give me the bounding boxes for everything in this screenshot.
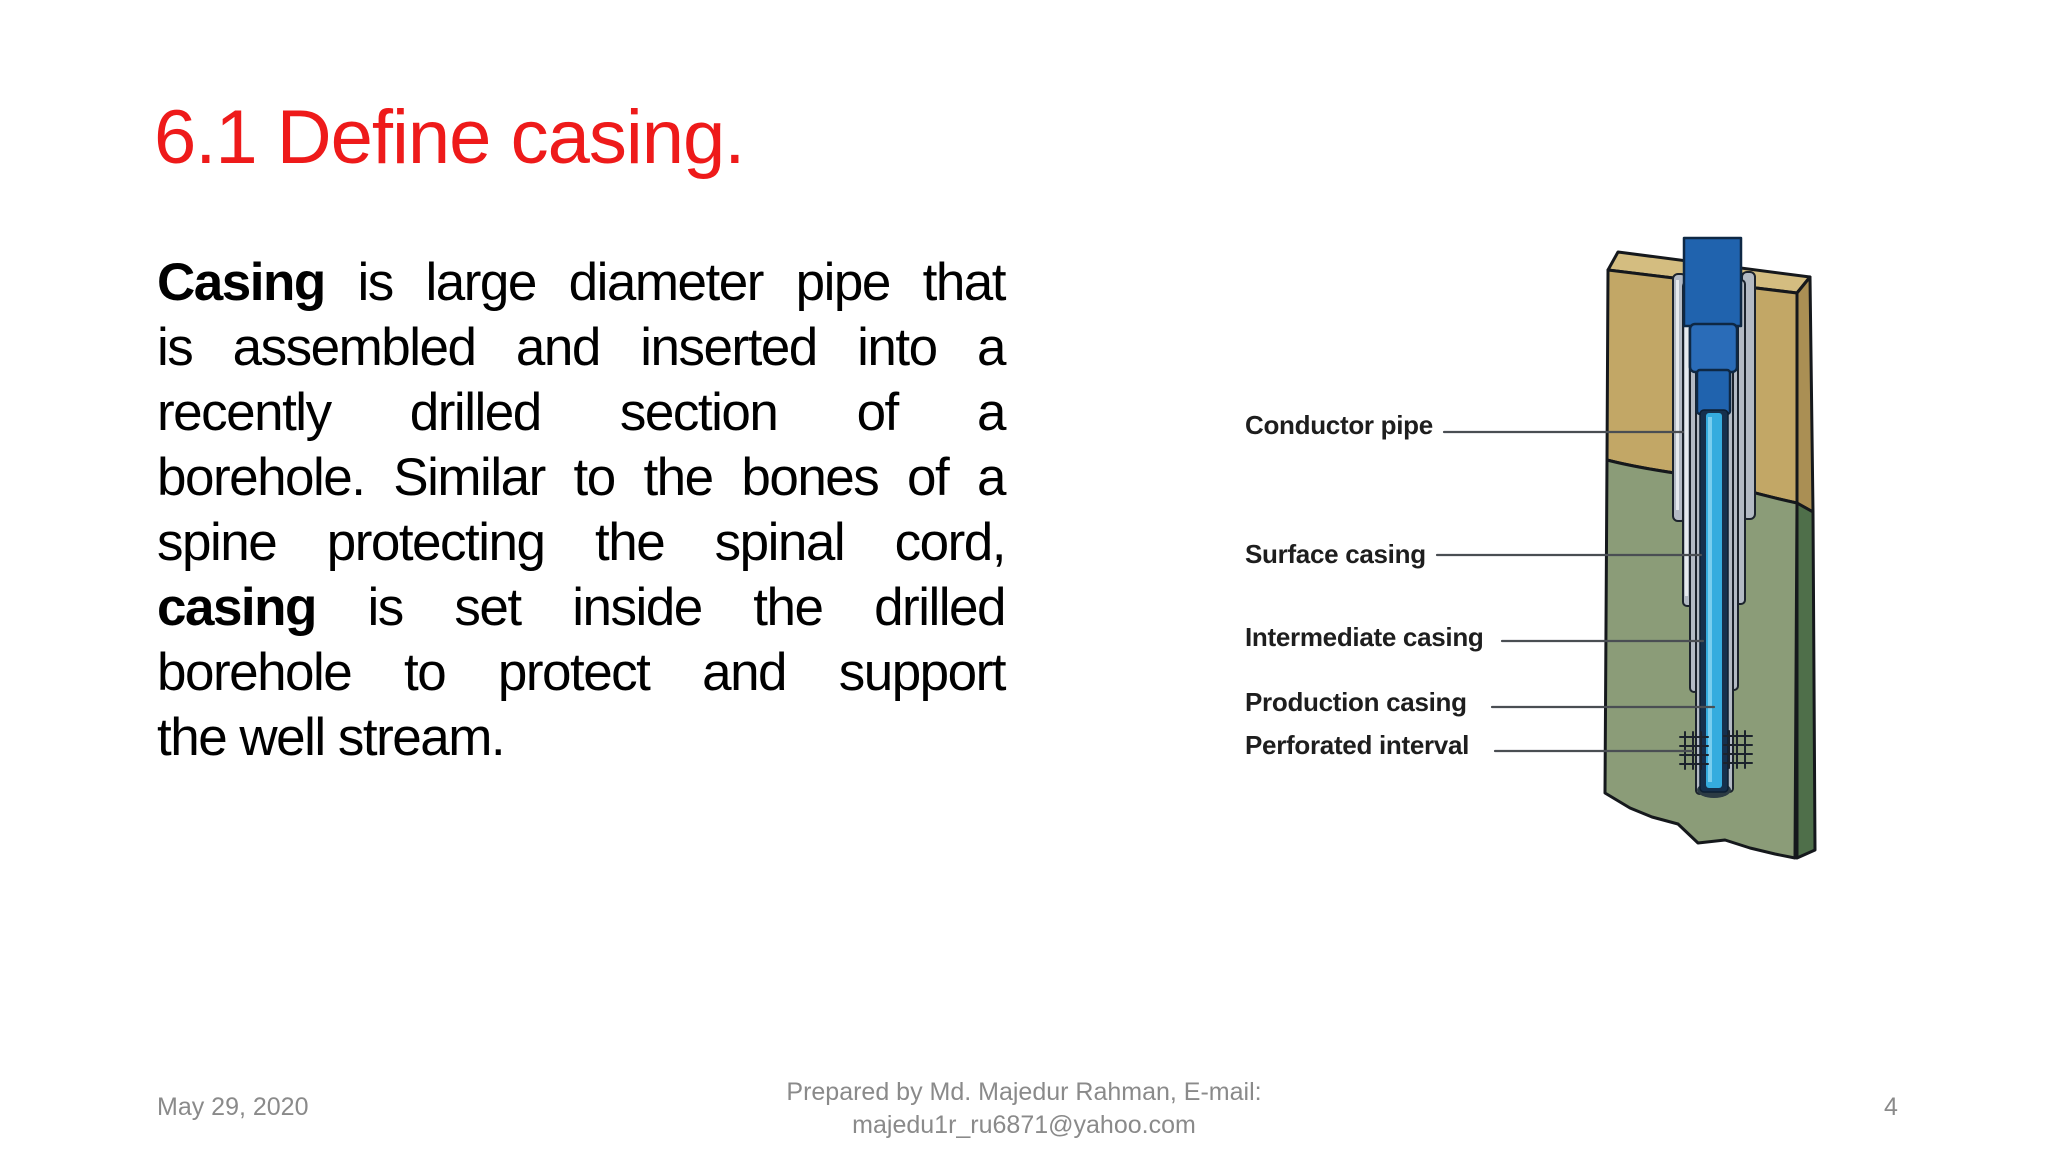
soil-side-face (1795, 275, 1815, 514)
footer-prepared-line1: Prepared by Md. Majedur Rahman, E-mail: (786, 1078, 1262, 1106)
label-intermediate-casing: Intermediate casing (1245, 622, 1484, 652)
bold-term: Casing (157, 253, 326, 312)
slide-title: 6.1 Define casing. (154, 95, 745, 180)
tubing-highlight (1708, 417, 1712, 782)
body-line-text: borehole. Similar to the bones of a (157, 448, 1007, 507)
label-production-casing: Production casing (1245, 687, 1467, 717)
body-line: casing is set inside the drilled (157, 575, 1007, 640)
label-surface-casing: Surface casing (1245, 539, 1426, 569)
bold-term: casing (157, 578, 317, 637)
well-casing-diagram: Conductor pipe Surface casing Intermedia… (1190, 210, 1850, 920)
body-line-text: is assembled and inserted into a (157, 318, 1007, 377)
body-line: borehole. Similar to the bones of a (157, 445, 1007, 510)
body-line: borehole to protect and support (157, 640, 1007, 705)
well-casing-illustration (1435, 236, 1817, 860)
body-line: Casing is large diameter pipe that (157, 250, 1007, 315)
slide-footer: May 29, 2020 Prepared by Md. Majedur Rah… (0, 1072, 2048, 1152)
rock-side-face (1795, 501, 1817, 860)
footer-prepared-by: Prepared by Md. Majedur Rahman, E-mail: … (0, 1076, 2048, 1142)
body-line: recently drilled section of a (157, 380, 1007, 445)
body-line-text: spine protecting the spinal cord, (157, 513, 1007, 572)
body-paragraph: Casing is large diameter pipe that is as… (157, 250, 1007, 770)
perforation-marks-right (1723, 730, 1753, 769)
body-line-text: is set inside the drilled (315, 578, 1007, 637)
body-line: spine protecting the spinal cord, (157, 510, 1007, 575)
body-line-text: recently drilled section of a (157, 383, 1007, 442)
footer-date: May 29, 2020 (157, 1093, 309, 1121)
body-line-text: is large diameter pipe that (324, 253, 1006, 312)
body-line-text: borehole to protect and support (157, 643, 1007, 702)
body-line: the well stream. (157, 705, 1005, 770)
footer-prepared-line2: majedu1r_ru6871@yahoo.com (852, 1111, 1196, 1139)
label-conductor-pipe: Conductor pipe (1245, 410, 1433, 440)
body-line: is assembled and inserted into a (157, 315, 1007, 380)
perforation-marks-left (1679, 731, 1709, 770)
label-perforated-interval: Perforated interval (1245, 730, 1470, 760)
page-number: 4 (1884, 1093, 1898, 1121)
body-line-text: the well stream. (157, 708, 506, 767)
